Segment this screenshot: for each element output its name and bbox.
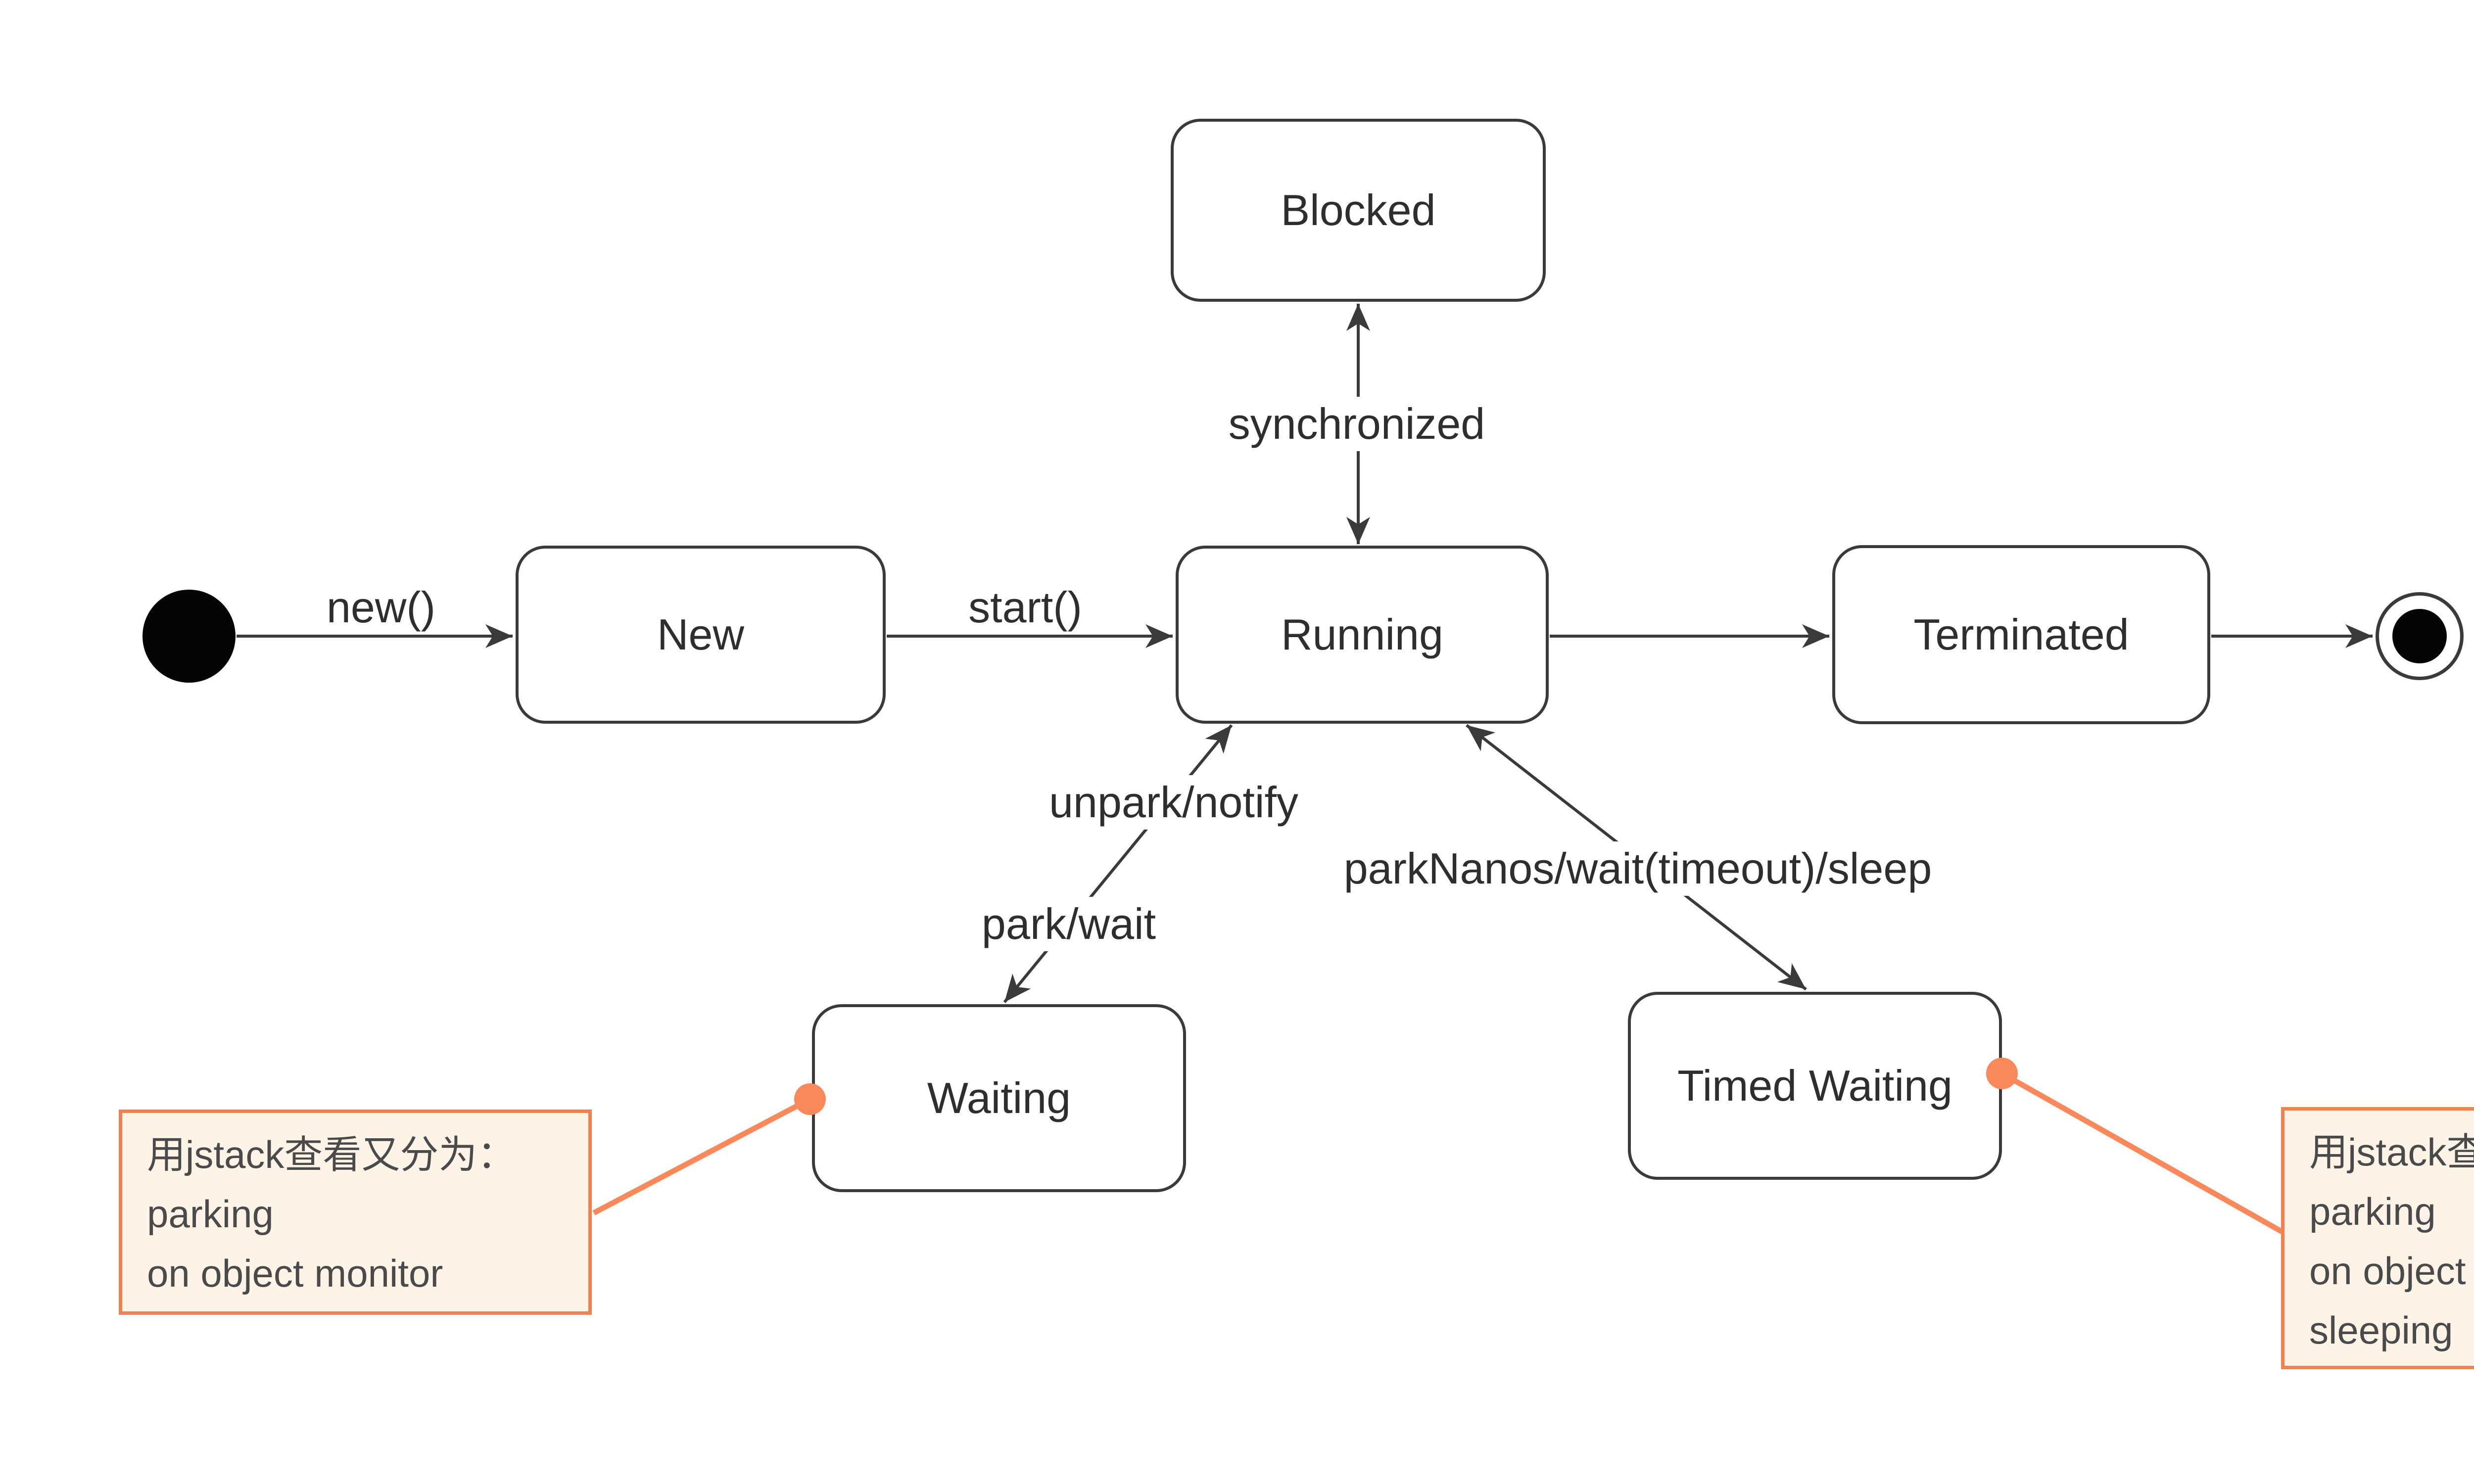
- final-state-node: [2376, 592, 2464, 680]
- transition-label-unpark-notify: unpark/notify: [1042, 775, 1305, 830]
- note-left-line-1: 用jstack查看又分为：: [147, 1133, 516, 1176]
- note-left-line-2: parking: [147, 1192, 274, 1236]
- state-blocked-label: Blocked: [1281, 186, 1436, 234]
- final-state-inner-dot: [2392, 609, 2447, 663]
- note-connector-waiting: [592, 1097, 811, 1215]
- state-running-label: Running: [1281, 610, 1443, 659]
- note-right-line-2: parking: [2309, 1190, 2436, 1233]
- state-waiting: Waiting: [812, 1004, 1186, 1192]
- initial-state-node: [143, 590, 236, 683]
- state-running: Running: [1176, 546, 1549, 724]
- state-new-label: New: [657, 610, 745, 659]
- note-right-line-4: sleeping: [2309, 1308, 2453, 1352]
- note-right-line-1: 用jstack查看又分为：: [2309, 1130, 2474, 1174]
- state-terminated-label: Terminated: [1913, 610, 2129, 659]
- transition-label-park-wait: park/wait: [974, 897, 1163, 951]
- note-left-line-3: on object monitor: [147, 1252, 443, 1295]
- transition-label-new: new(): [319, 580, 443, 635]
- note-right-line-3: on object monitor: [2309, 1249, 2474, 1293]
- note-connector-timed-waiting: [2000, 1071, 2284, 1234]
- note-right: 用jstack查看又分为： parking on object monitor …: [2281, 1107, 2474, 1369]
- transition-label-start: start(): [961, 580, 1089, 635]
- transition-label-synchronized: synchronized: [1221, 397, 1492, 451]
- transition-label-parknanos: parkNanos/wait(timeout)/sleep: [1336, 841, 1939, 896]
- edge-running-waiting-bidirectional: [1003, 724, 1233, 1003]
- state-waiting-label: Waiting: [927, 1073, 1071, 1122]
- note-anchor-dot-timed-waiting: [1986, 1058, 2018, 1089]
- state-timed-waiting-label: Timed Waiting: [1677, 1061, 1952, 1110]
- note-anchor-dot-waiting: [794, 1083, 826, 1115]
- state-new: New: [516, 546, 886, 724]
- note-left: 用jstack查看又分为： parking on object monitor: [119, 1110, 592, 1315]
- state-blocked: Blocked: [1171, 119, 1546, 302]
- state-timed-waiting: Timed Waiting: [1628, 992, 2002, 1180]
- state-terminated: Terminated: [1832, 545, 2210, 724]
